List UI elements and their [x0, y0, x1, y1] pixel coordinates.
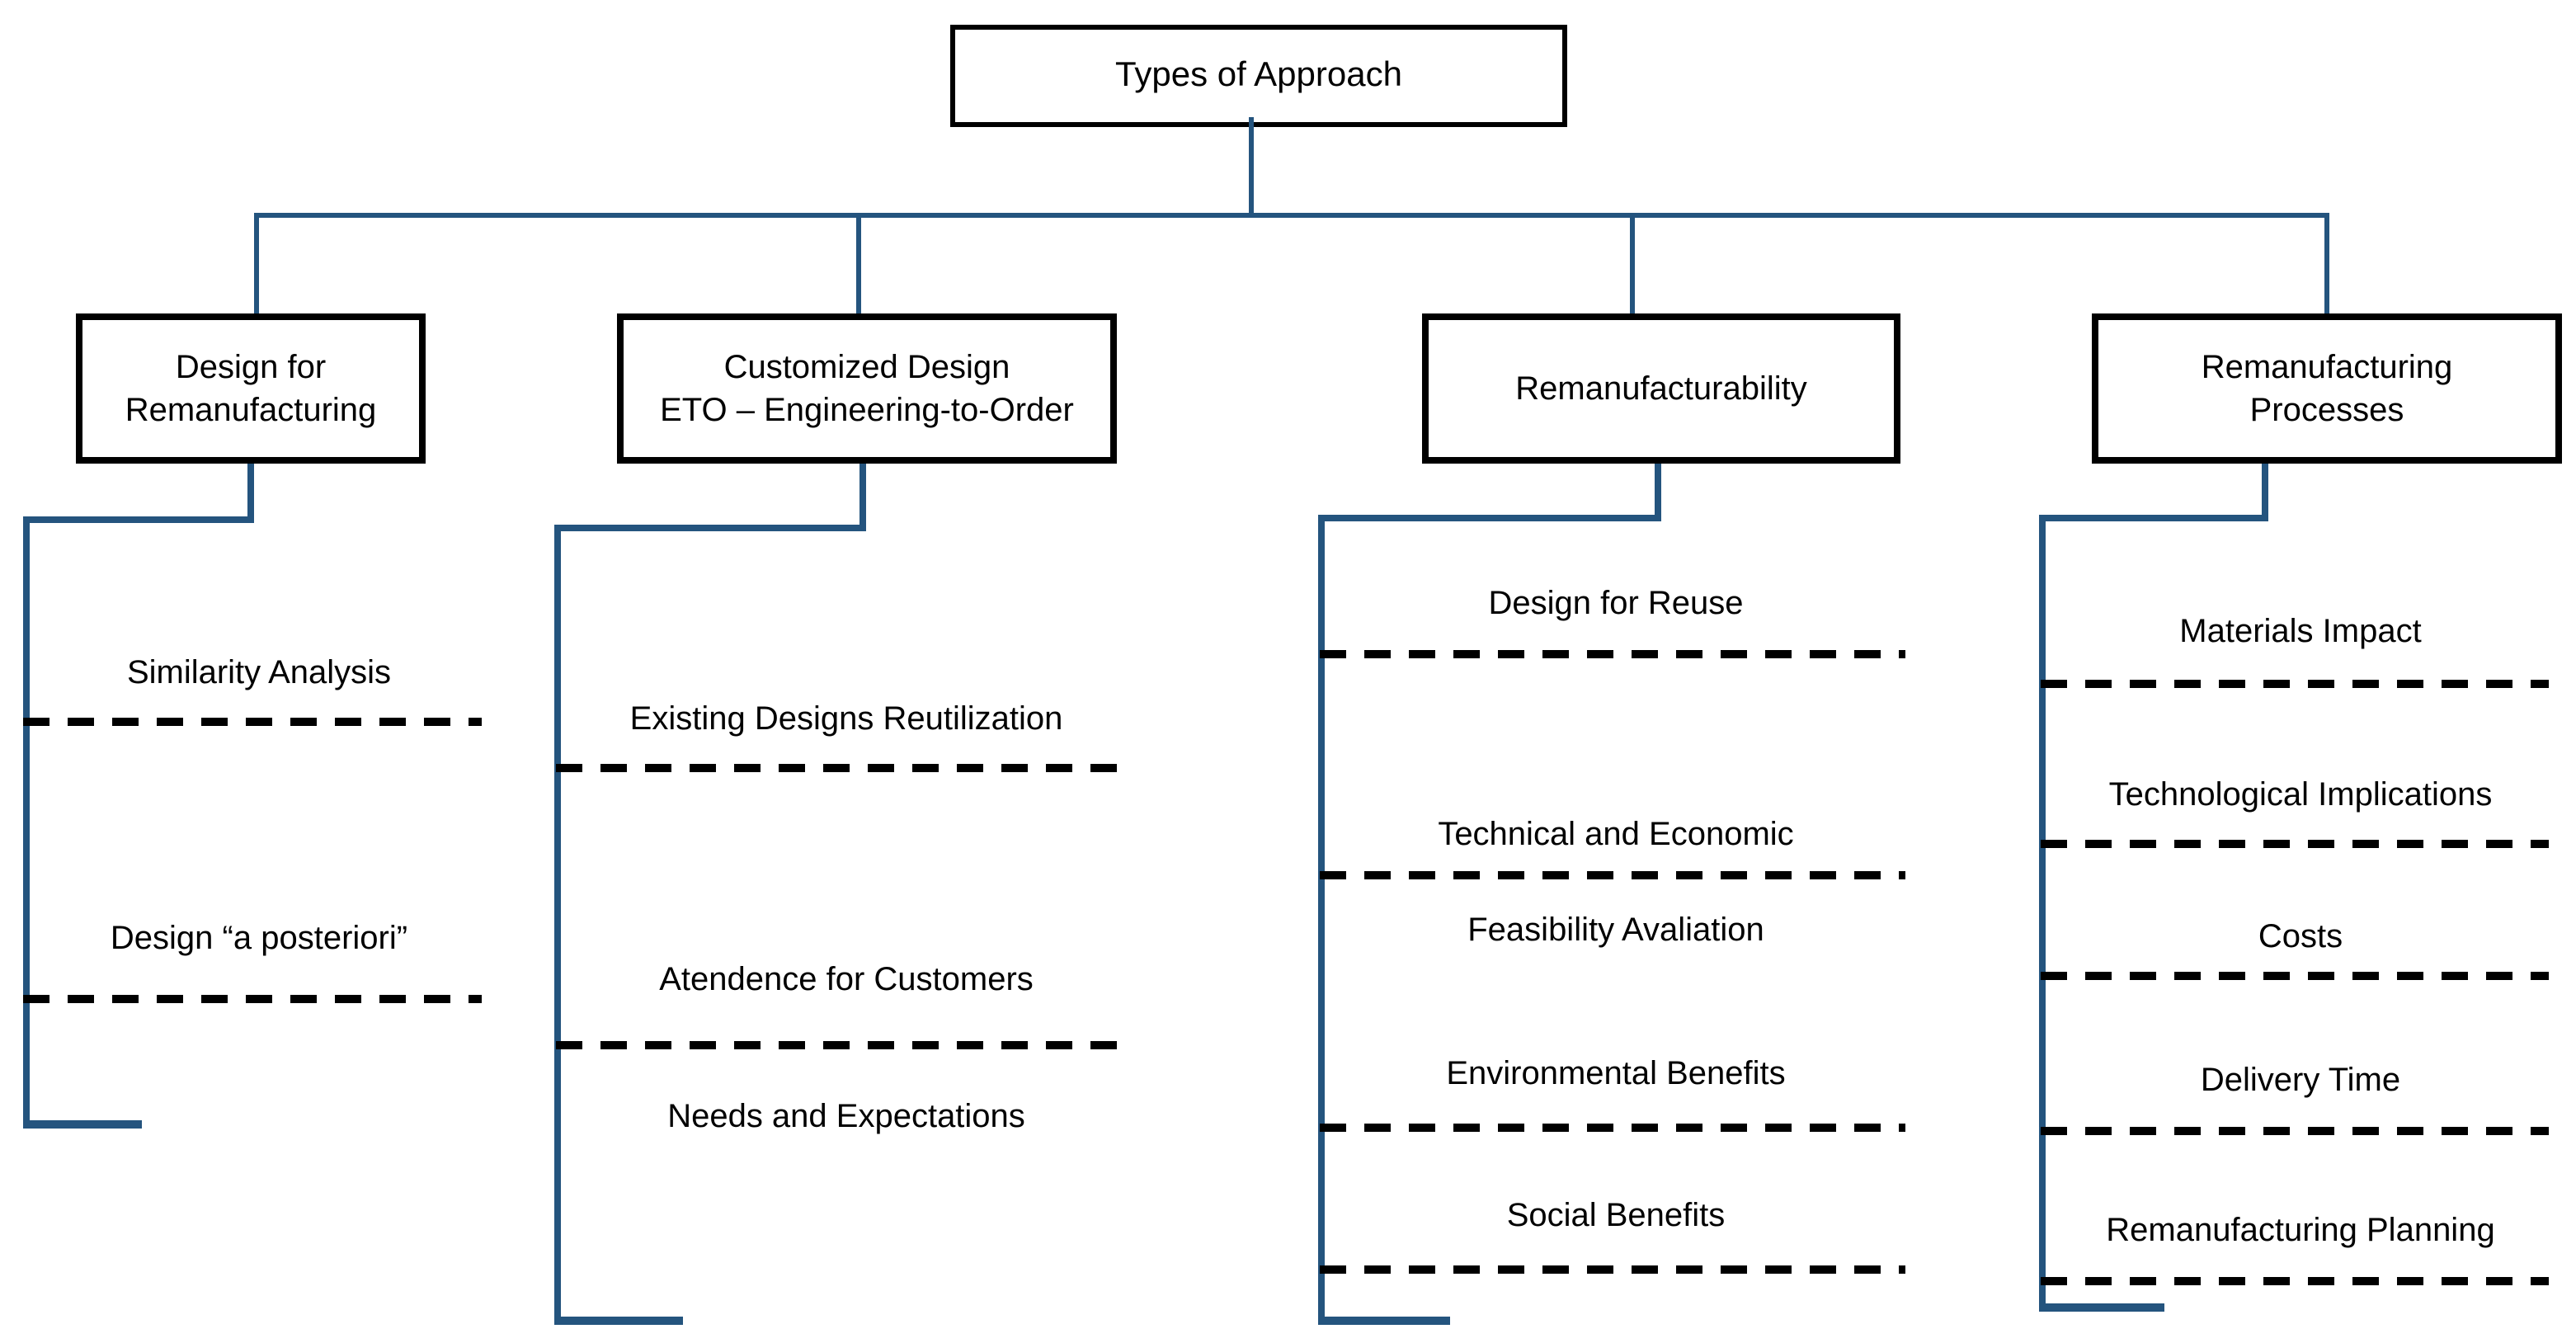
dashed-separator — [1320, 650, 1905, 658]
item-label: Existing Designs Reutilization — [629, 701, 1063, 737]
item-label: Remanufacturing Planning — [2106, 1213, 2495, 1249]
root-label: Types of Approach — [1115, 56, 1402, 94]
branch-label-line: Remanufacturing — [2201, 349, 2453, 385]
bracket-jog-col3 — [1318, 515, 1661, 521]
bracket-tick-col3 — [1318, 1317, 1450, 1325]
bracket-spine-col2 — [554, 525, 561, 1325]
item-label: Technological Implications — [2108, 777, 2493, 813]
branch-label-line: Remanufacturing — [125, 392, 377, 428]
branch-box-remanufacturability: Remanufacturability — [1422, 313, 1900, 464]
bracket-spine-col1 — [23, 516, 30, 1127]
connector-drop-branch-4 — [2324, 213, 2329, 313]
bracket-stub-col3 — [1655, 464, 1661, 521]
branch-box-customized-design-eto: Customized Design ETO – Engineering-to-O… — [617, 313, 1117, 464]
dashed-separator — [23, 995, 482, 1003]
dashed-separator — [1320, 871, 1905, 879]
branch-box-design-for-remanufacturing: Design for Remanufacturing — [76, 313, 426, 464]
branch-label-line: Design for — [175, 349, 327, 385]
item-label: Similarity Analysis — [126, 655, 392, 691]
item-label: Materials Impact — [2179, 614, 2422, 650]
dashed-separator — [556, 1041, 1133, 1049]
branch-label-line: Processes — [2249, 392, 2404, 428]
dashed-separator — [2041, 972, 2549, 980]
item-label: Technical and Economic — [1438, 817, 1794, 853]
item-label: Design for Reuse — [1488, 586, 1744, 622]
bracket-stub-col1 — [247, 464, 254, 523]
branch-box-remanufacturing-processes: Remanufacturing Processes — [2092, 313, 2562, 464]
item-label: Design “a posteriori” — [110, 921, 408, 957]
branch-label-line: Customized Design — [723, 349, 1010, 385]
connector-drop-branch-3 — [1630, 213, 1635, 313]
dashed-separator — [556, 764, 1133, 772]
item-label: Delivery Time — [2200, 1063, 2401, 1099]
dashed-separator — [1320, 1124, 1905, 1132]
bracket-spine-col4 — [2039, 515, 2046, 1312]
dashed-separator — [2041, 1127, 2549, 1135]
branch-label-line: Remanufacturability — [1515, 370, 1807, 407]
dashed-separator — [2041, 1277, 2549, 1285]
dashed-separator — [1320, 1265, 1905, 1274]
bracket-stub-col2 — [859, 464, 866, 531]
connector-root-stub — [1249, 117, 1254, 216]
connector-drop-branch-1 — [254, 213, 259, 313]
branch-label-line: ETO – Engineering-to-Order — [660, 392, 1074, 428]
connector-horizontal-bar — [254, 213, 2329, 218]
dashed-separator — [2041, 840, 2549, 848]
dashed-separator — [2041, 680, 2549, 688]
bracket-stub-col4 — [2262, 464, 2268, 521]
bracket-jog-col4 — [2039, 515, 2268, 521]
bracket-tick-col2 — [554, 1317, 683, 1325]
root-box: Types of Approach — [950, 25, 1567, 127]
dashed-separator — [23, 718, 482, 726]
connector-drop-branch-2 — [856, 213, 861, 313]
bracket-jog-col2 — [554, 525, 866, 531]
item-label: Needs and Expectations — [667, 1099, 1025, 1135]
bracket-tick-col1 — [23, 1120, 142, 1129]
item-label: Environmental Benefits — [1446, 1056, 1786, 1092]
item-label: Costs — [2258, 919, 2343, 955]
bracket-tick-col4 — [2039, 1303, 2164, 1312]
item-label: Atendence for Customers — [659, 962, 1034, 998]
item-label: Feasibility Avaliation — [1467, 912, 1764, 949]
bracket-jog-col1 — [23, 516, 254, 523]
item-label: Social Benefits — [1506, 1198, 1726, 1234]
bracket-spine-col3 — [1318, 515, 1325, 1325]
